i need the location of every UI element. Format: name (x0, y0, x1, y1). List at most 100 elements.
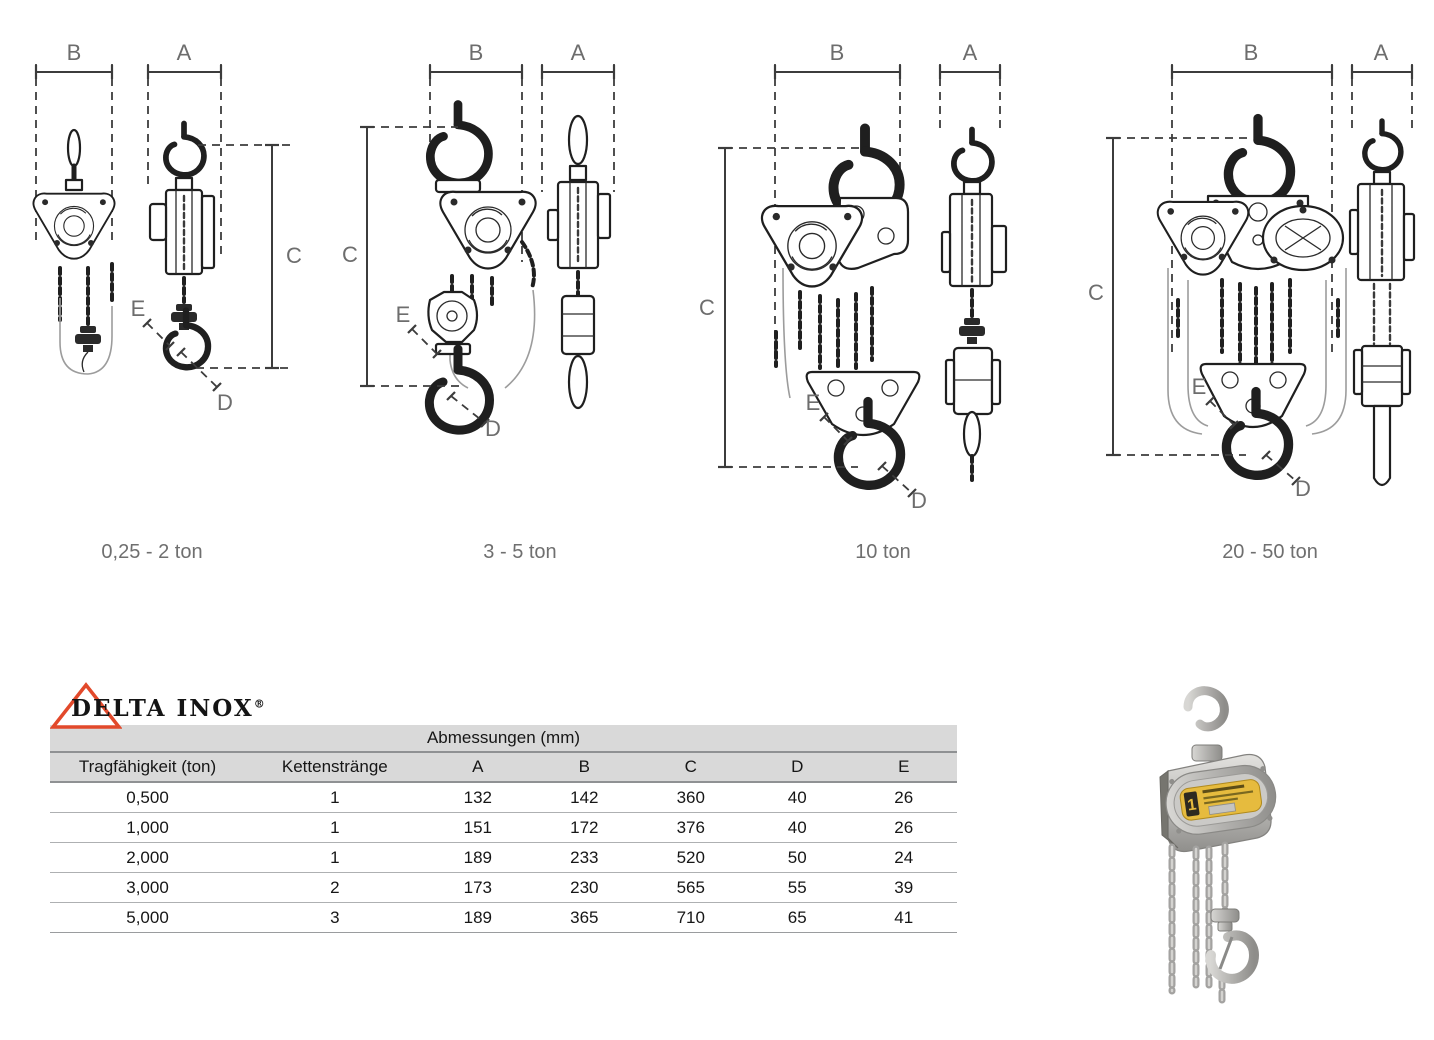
table-row: 0,500 1 132 142 360 40 26 (50, 782, 957, 813)
dim-label-b: B (469, 40, 484, 65)
dimension-c: C (699, 146, 860, 469)
dim-label-d: D (217, 390, 233, 415)
dim-label-d: D (1295, 476, 1311, 501)
drawing-group-large-hoist: B A (1088, 40, 1416, 563)
table-cell: 3 (245, 902, 425, 933)
dim-label-e: E (806, 390, 821, 415)
table-cell: 0,500 (50, 782, 246, 813)
dimension-a: A (1350, 40, 1414, 128)
table-cell: 710 (637, 902, 744, 933)
dim-label-c: C (342, 242, 358, 267)
drawing-group-10ton-hoist: B A (699, 40, 1008, 563)
col-header-e: E (850, 752, 957, 783)
col-header-d: D (744, 752, 851, 783)
table-cell: 41 (850, 902, 957, 933)
dim-label-a: A (177, 40, 192, 65)
dim-label-c: C (1088, 280, 1104, 305)
photo-hoist-body: 1 (1159, 753, 1277, 853)
table-cell: 3,000 (50, 872, 246, 903)
front-view (760, 129, 921, 486)
dimension-e: E (396, 302, 442, 359)
table-row: 1,000 1 151 172 376 40 26 (50, 812, 957, 843)
table-cell: 376 (637, 812, 744, 843)
brand-text: DELTA INOX (71, 695, 254, 722)
table-cell: 2 (245, 872, 425, 903)
bottom-hook (429, 349, 489, 430)
dimension-c: C (342, 125, 460, 388)
dimension-d: D (176, 347, 233, 415)
table-row: 5,000 3 189 365 710 65 41 (50, 902, 957, 933)
table-cell: 55 (744, 872, 851, 903)
dim-label-a: A (571, 40, 586, 65)
dim-label-e: E (131, 296, 146, 321)
side-view (148, 124, 216, 368)
table-cell: 132 (424, 782, 532, 813)
table-cell: 189 (424, 902, 532, 933)
drawing-caption: 0,25 - 2 ton (101, 541, 202, 563)
table-cell: 40 (744, 812, 851, 843)
table-row: 2,000 1 189 233 520 50 24 (50, 842, 957, 873)
dimension-c: C (196, 143, 302, 370)
top-hook (954, 130, 992, 181)
table-cell: 520 (637, 842, 744, 873)
drawing-group-small-hoist: B A (32, 40, 302, 563)
photo-rating-label (1179, 779, 1263, 821)
dimension-d: D (446, 391, 501, 441)
table-cell: 26 (850, 782, 957, 813)
table-row: 3,000 2 173 230 565 55 39 (50, 872, 957, 903)
gear-housing (760, 204, 864, 288)
table-cell: 50 (744, 842, 851, 873)
product-photo: 1 (1159, 686, 1277, 1007)
col-header-c: C (637, 752, 744, 783)
table-cell: 40 (744, 782, 851, 813)
dim-label-b: B (1244, 40, 1259, 65)
side-view (1348, 121, 1416, 487)
dim-label-b: B (67, 40, 82, 65)
col-header-a: A (424, 752, 532, 783)
drawing-group-medium-hoist: B A (342, 40, 616, 563)
dimension-e: E (1192, 374, 1239, 430)
top-hook (166, 124, 204, 175)
photo-top-hook (1183, 686, 1229, 762)
gear-housing (439, 190, 537, 270)
table-cell: 1 (245, 782, 425, 813)
table-cell: 173 (424, 872, 532, 903)
registered-mark: ® (253, 697, 265, 711)
dim-label-c: C (699, 295, 715, 320)
dimension-a: A (146, 40, 223, 256)
drawing-caption: 20 - 50 ton (1222, 541, 1318, 563)
brand-logo: DELTA INOX® (50, 682, 290, 732)
dim-label-d: D (485, 416, 501, 441)
dim-label-d: D (911, 488, 927, 513)
dimension-a: A (540, 40, 616, 192)
dimensions-table: Abmessungen (mm) Tragfähigkeit (ton) Ket… (50, 725, 957, 933)
dimension-e: E (131, 296, 175, 351)
dimension-e: E (806, 390, 853, 446)
table-cell: 1 (245, 812, 425, 843)
table-cell: 189 (424, 842, 532, 873)
dim-label-c: C (286, 243, 302, 268)
dim-label-a: A (963, 40, 978, 65)
dim-label-e: E (1192, 374, 1207, 399)
dimension-b: B (34, 40, 114, 246)
table-cell: 360 (637, 782, 744, 813)
table-cell: 233 (531, 842, 638, 873)
dimension-d: D (1261, 450, 1311, 501)
front-view (32, 128, 116, 375)
table-cell: 172 (531, 812, 638, 843)
table-cell: 1,000 (50, 812, 246, 843)
col-header-b: B (531, 752, 638, 783)
front-view (1156, 119, 1347, 476)
brake-housing (1261, 204, 1345, 272)
photo-bottom-hook (1205, 908, 1260, 984)
dim-label-a: A (1374, 40, 1389, 65)
top-hook (430, 105, 488, 183)
table-cell: 230 (531, 872, 638, 903)
table-cell: 26 (850, 812, 957, 843)
technical-drawings: B A (32, 40, 1416, 563)
table-title-row: Abmessungen (mm) (50, 725, 957, 753)
side-view (940, 130, 1008, 482)
table-cell: 65 (744, 902, 851, 933)
dim-label-b: B (830, 40, 845, 65)
